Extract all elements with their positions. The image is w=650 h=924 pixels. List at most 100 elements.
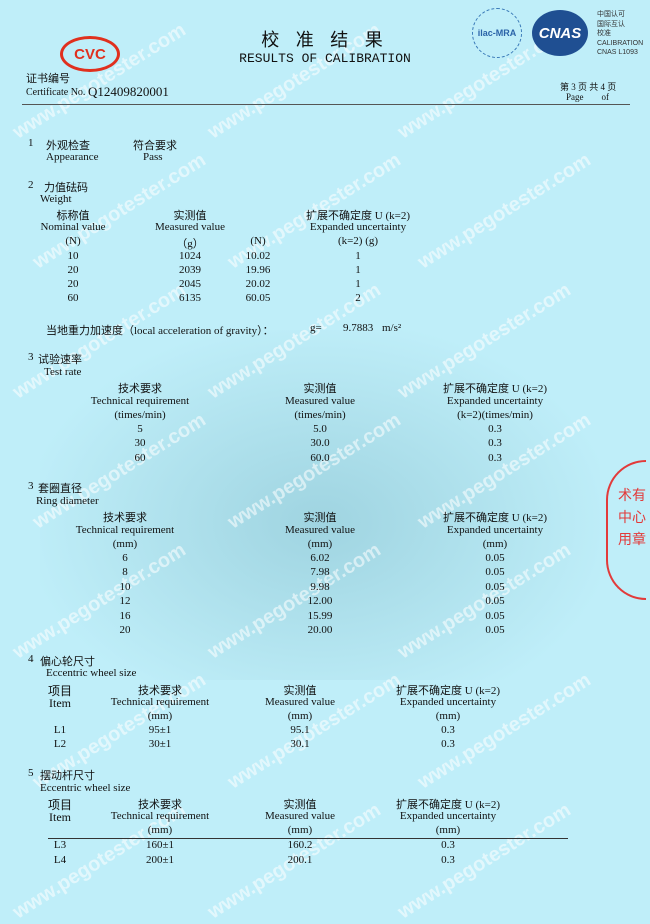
table-cell: 30.1: [290, 738, 310, 750]
table-cell: 16: [119, 610, 131, 622]
table-cell: 1: [355, 278, 361, 290]
table-cell: 160.2: [287, 839, 313, 851]
s3-title-cn: 试验速率: [38, 354, 82, 366]
cert-label-cn: 证书编号: [26, 73, 70, 85]
table-cell: 2039: [179, 264, 201, 276]
table-header-cell: 技术要求: [118, 383, 162, 395]
table-cell: 12: [119, 595, 131, 607]
s1-result-en: Pass: [143, 151, 163, 163]
s6-title-cn: 摆动杆尺寸: [40, 770, 95, 782]
s1-title-cn: 外观检查: [46, 140, 90, 152]
s4-title-cn: 套圈直径: [38, 483, 82, 495]
s4-number: 3: [28, 480, 34, 492]
table-cell: 20: [67, 264, 79, 276]
table-cell: 9.98: [310, 581, 330, 593]
table-header-cell: (mm): [307, 538, 333, 550]
s6-title-en: Eccentric wheel size: [40, 782, 131, 794]
table-header-cell: Nominal value: [40, 221, 106, 233]
table-header-cell: Expanded uncertainty: [309, 221, 407, 233]
table-header-cell: Expanded uncertainty: [446, 395, 544, 407]
table-cell: 2: [355, 292, 361, 304]
table-cell: 5.0: [313, 423, 327, 435]
cert-label-en: Certificate No.: [26, 87, 86, 98]
table-header-cell: Item: [49, 810, 71, 824]
s2-number: 2: [28, 179, 34, 191]
page-number-en: Page of: [566, 92, 609, 102]
table-cell: 200±1: [145, 854, 175, 866]
table-divider: [48, 838, 568, 839]
table-cell: L3: [53, 839, 67, 851]
table-cell: 0.05: [485, 610, 505, 622]
table-cell: L4: [53, 854, 67, 866]
table-header-cell: (times/min): [294, 409, 346, 421]
table-header-cell: 实测值: [303, 512, 337, 524]
page-number-cn: 第 3 页 共 4 页: [560, 82, 617, 92]
table-cell: 0.3: [441, 724, 455, 736]
table-header-cell: (mm): [287, 710, 313, 722]
table-header-cell: (mm): [435, 824, 461, 836]
header-divider: [22, 104, 630, 105]
table-header-cell: 扩展不确定度 U (k=2): [396, 799, 500, 811]
table-cell: 6135: [179, 292, 201, 304]
table-cell: 10: [67, 250, 79, 262]
table-cell: 20: [119, 624, 131, 636]
table-cell: 20: [67, 278, 79, 290]
cnas-line: CALIBRATION: [597, 39, 644, 47]
table-header-cell: Technical requirement: [75, 524, 175, 536]
table-cell: 0.05: [485, 566, 505, 578]
table-header-cell: (mm): [435, 710, 461, 722]
table-header-cell: Measured value: [285, 524, 355, 536]
table-cell: L1: [53, 724, 67, 736]
table-header-cell: 项目: [47, 684, 73, 698]
cnas-line: 中国认可: [597, 11, 625, 18]
s2-title-cn: 力值砝码: [44, 182, 88, 194]
s1-number: 1: [28, 137, 34, 149]
table-header-cell: Item: [49, 696, 71, 710]
table-header-cell: Expanded uncertainty: [399, 696, 497, 708]
table-header-cell: Measured value: [265, 696, 335, 708]
cnas-caption: 中国认可 国际互认 校准 CALIBRATION CNAS L1093: [597, 10, 643, 58]
table-header-cell: Measured value: [285, 395, 355, 407]
table-cell: 0.3: [441, 738, 455, 750]
building-background-image: [40, 330, 600, 680]
table-header-cell: Technical requirement: [90, 395, 190, 407]
table-header-cell: (mm): [147, 710, 173, 722]
table-cell: 0.3: [488, 437, 502, 449]
table-cell: 1024: [179, 250, 201, 262]
table-header-cell: （g）: [176, 238, 204, 250]
table-cell: 200.1: [287, 854, 313, 866]
gravity-g: g=: [310, 322, 322, 334]
table-header-cell: 实测值: [283, 799, 317, 811]
s6-number: 5: [28, 767, 34, 779]
table-cell: 8: [122, 566, 128, 578]
table-cell: 10.02: [245, 250, 271, 262]
table-cell: 1: [355, 264, 361, 276]
table-header-cell: Expanded uncertainty: [399, 810, 497, 822]
cnas-logo: CNAS: [532, 10, 588, 56]
s3-number: 3: [28, 351, 34, 363]
table-header-cell: (k=2) (g): [337, 235, 379, 247]
table-cell: 0.3: [441, 839, 455, 851]
table-header-cell: (k=2)(times/min): [457, 409, 533, 421]
gravity-unit: m/s²: [382, 322, 402, 334]
title-cn: 校 准 结 果: [261, 30, 389, 50]
table-header-cell: 技术要求: [138, 685, 182, 697]
table-cell: 19.96: [245, 264, 271, 276]
table-cell: 60: [67, 292, 79, 304]
gravity-label: 当地重力加速度（local acceleration of gravity）：: [46, 325, 274, 337]
s5-number: 4: [28, 653, 34, 665]
table-header-cell: (times/min): [114, 409, 166, 421]
cert-number: Q12409820001: [88, 84, 169, 99]
s5-title-cn: 偏心轮尺寸: [40, 656, 95, 668]
table-cell: 6.02: [310, 552, 330, 564]
table-header-cell: Measured value: [155, 221, 225, 233]
s3-title-en: Test rate: [44, 366, 82, 378]
table-cell: L2: [53, 738, 67, 750]
red-seal-stamp: 术有 中心 用章: [606, 460, 646, 600]
table-cell: 160±1: [145, 839, 175, 851]
table-cell: 30.0: [310, 437, 330, 449]
table-header-cell: 扩展不确定度 U (k=2): [443, 512, 547, 524]
table-header-cell: 实测值: [173, 210, 207, 222]
table-cell: 0.05: [485, 552, 505, 564]
table-cell: 7.98: [310, 566, 330, 578]
